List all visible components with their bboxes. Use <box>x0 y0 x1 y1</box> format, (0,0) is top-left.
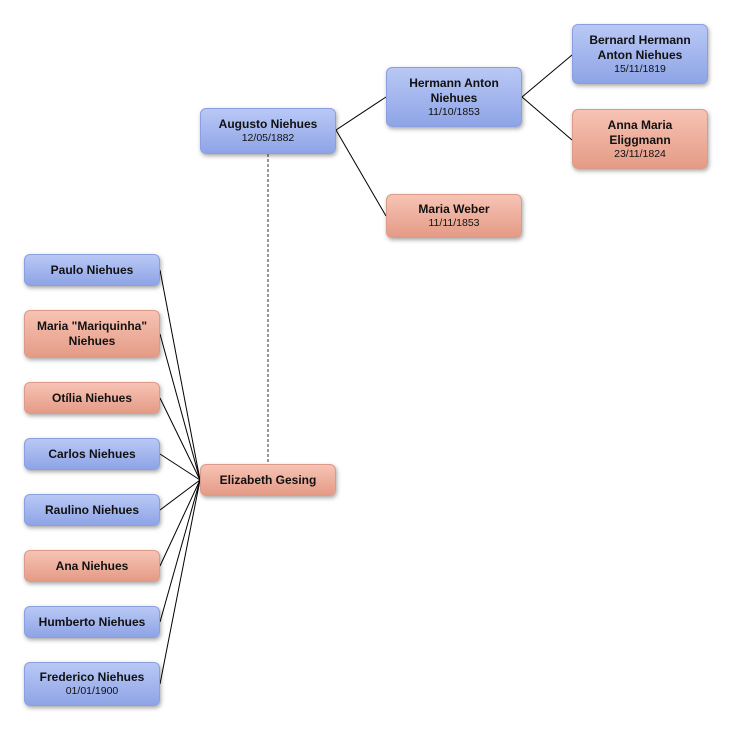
person-node-ana[interactable]: Ana Niehues <box>24 550 160 582</box>
child-line-carlos <box>159 453 201 481</box>
person-date: 23/11/1824 <box>614 147 666 160</box>
child-line-frederico <box>159 479 201 685</box>
person-date: 11/11/1853 <box>428 217 480 229</box>
person-node-humberto[interactable]: Humberto Niehues <box>24 606 160 638</box>
child-line-paulo <box>159 269 201 481</box>
person-name: Maria Weber <box>418 202 490 216</box>
child-line-maria-mariquinha <box>159 333 201 481</box>
person-name: Anna Maria Eliggmann <box>607 117 673 147</box>
parent-line-hermann-anna-maria <box>521 96 573 141</box>
person-date: 01/01/1900 <box>65 685 119 697</box>
person-name: Carlos Niehues <box>48 446 136 461</box>
person-node-augusto[interactable]: Augusto Niehues 12/05/1882 <box>200 108 336 154</box>
child-line-otilia <box>159 397 201 481</box>
child-line-raulino <box>159 479 201 511</box>
person-name: Paulo Niehues <box>50 262 134 277</box>
person-name: Maria "Mariquinha" Niehues <box>36 319 148 348</box>
person-node-maria-weber[interactable]: Maria Weber 11/11/1853 <box>386 194 522 238</box>
person-node-elizabeth[interactable]: Elizabeth Gesing <box>200 464 336 496</box>
parent-line-augusto-maria-weber <box>335 129 387 217</box>
person-name: Humberto Niehues <box>38 614 146 629</box>
person-node-frederico[interactable]: Frederico Niehues 01/01/1900 <box>24 662 160 706</box>
person-node-anna-maria[interactable]: Anna Maria Eliggmann 23/11/1824 <box>572 109 708 169</box>
person-date: 11/10/1853 <box>428 105 480 118</box>
person-name: Hermann Anton Niehues <box>409 75 499 105</box>
person-node-otilia[interactable]: Otília Niehues <box>24 382 160 414</box>
person-name: Bernard Hermann Anton Niehues <box>589 32 691 62</box>
person-node-paulo[interactable]: Paulo Niehues <box>24 254 160 286</box>
person-name: Otília Niehues <box>51 390 133 405</box>
person-node-carlos[interactable]: Carlos Niehues <box>24 438 160 470</box>
person-name: Elizabeth Gesing <box>219 472 317 487</box>
person-node-raulino[interactable]: Raulino Niehues <box>24 494 160 526</box>
person-name: Raulino Niehues <box>44 502 139 517</box>
person-node-bernard[interactable]: Bernard Hermann Anton Niehues 15/11/1819 <box>572 24 708 84</box>
person-name: Ana Niehues <box>55 558 129 573</box>
child-line-humberto <box>159 479 201 623</box>
parent-line-hermann-bernard <box>521 54 573 98</box>
person-date: 12/05/1882 <box>241 132 295 144</box>
person-name: Augusto Niehues <box>218 117 318 131</box>
child-line-ana <box>159 479 201 567</box>
person-name: Frederico Niehues <box>39 670 145 684</box>
parent-line-augusto-hermann <box>335 96 387 131</box>
person-date: 15/11/1819 <box>614 62 666 75</box>
person-node-maria-mariquinha[interactable]: Maria "Mariquinha" Niehues <box>24 310 160 358</box>
person-node-hermann[interactable]: Hermann Anton Niehues 11/10/1853 <box>386 67 522 127</box>
